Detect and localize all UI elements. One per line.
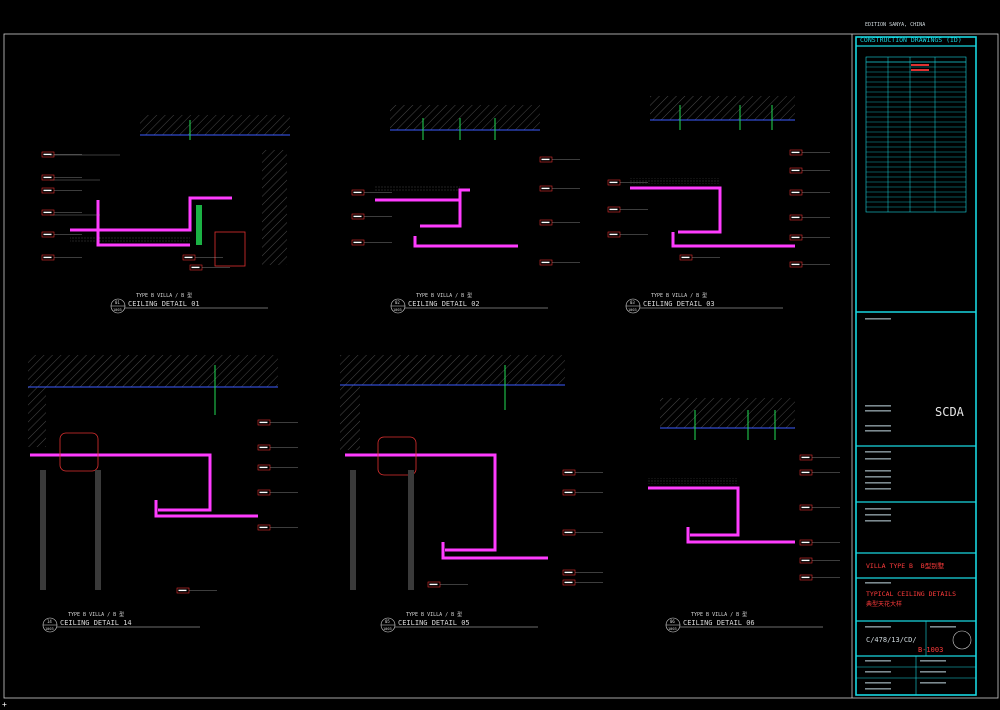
callout-tag (257, 524, 298, 531)
callout-tag (189, 264, 230, 271)
type-label: VILLA TYPE B B型别墅 (866, 562, 945, 570)
detail-id: 01 (115, 300, 120, 305)
callout-tag (257, 419, 298, 426)
callout-tag (562, 489, 603, 496)
detail-sheet: 1003 (45, 627, 54, 631)
detail-caption-type: TYPE B VILLA / B 型 (416, 292, 472, 299)
detail-caption-type: TYPE B VILLA / B 型 (136, 292, 192, 299)
callout-tag (799, 539, 840, 546)
callout-tag (539, 219, 580, 226)
revision-table (865, 56, 967, 213)
detail-id: 06 (670, 619, 675, 624)
detail-sheet: 1003 (383, 627, 392, 631)
callout-tag (539, 185, 580, 192)
drawing-title: TYPICAL CEILING DETAILS (866, 590, 957, 598)
detail-id: 05 (385, 619, 390, 624)
callout-tag (607, 206, 648, 213)
detail-sheet: 1003 (113, 308, 122, 312)
detail-14-drawing (28, 355, 278, 590)
callout-tag (41, 151, 82, 158)
callout-tag (351, 213, 392, 220)
callout-tag (427, 581, 468, 588)
detail-title: CEILING DETAIL 01 (128, 300, 200, 308)
title-block (855, 36, 977, 696)
callout-tag (351, 189, 392, 196)
detail-caption-type: TYPE B VILLA / B 型 (68, 611, 124, 618)
detail-06-drawing (648, 398, 795, 544)
callout-tag (41, 254, 82, 261)
detail-sheet: 1003 (628, 308, 637, 312)
sheet-border (3, 33, 999, 699)
detail-id: 03 (630, 300, 635, 305)
callout-tag (679, 254, 720, 261)
callout-tag (176, 587, 217, 594)
callout-tag (539, 259, 580, 266)
callout-tag (562, 579, 603, 586)
callout-tags (41, 149, 840, 594)
callout-tag (799, 504, 840, 511)
callout-tag (799, 574, 840, 581)
detail-title: CEILING DETAIL 02 (408, 300, 480, 308)
callout-tag (789, 261, 830, 268)
callout-tag (789, 189, 830, 196)
callout-tag (562, 529, 603, 536)
callout-tag (789, 214, 830, 221)
callout-tag (799, 454, 840, 461)
detail-caption-type: TYPE B VILLA / B 型 (406, 611, 462, 618)
detail-01-drawing (50, 115, 290, 267)
detail-title: CEILING DETAIL 05 (398, 619, 470, 627)
callout-tag (562, 569, 603, 576)
detail-05-drawing (340, 355, 565, 590)
drawing-title-cn: 典型天花大样 (866, 601, 903, 608)
callout-tag (257, 464, 298, 471)
callout-tag (789, 149, 830, 156)
callout-tag (562, 469, 603, 476)
detail-sheet: 1003 (393, 308, 402, 312)
callout-tag (799, 469, 840, 476)
consultant-logo: SCDA (935, 405, 964, 419)
sheet-number: B-1003 (918, 646, 944, 654)
callout-tag (539, 156, 580, 163)
detail-caption-type: TYPE B VILLA / B 型 (651, 292, 707, 299)
detail-03-drawing (630, 96, 795, 248)
callout-tag (257, 444, 298, 451)
callout-tag (789, 234, 830, 241)
sheet-heading: CONSTRUCTION DRAWINGS (ID) (860, 36, 962, 44)
detail-title: CEILING DETAIL 14 (60, 619, 132, 627)
detail-sheet: 1003 (668, 627, 677, 631)
drawing-number: C/478/13/CD/ (866, 636, 917, 644)
callout-tag (41, 174, 82, 181)
callout-tag (607, 231, 648, 238)
callout-tag (41, 209, 82, 216)
detail-title: CEILING DETAIL 06 (683, 619, 755, 627)
detail-02-drawing (375, 105, 540, 248)
callout-tag (799, 557, 840, 564)
callout-tag (351, 239, 392, 246)
project-location: EDITION SANYA, CHINA (865, 22, 926, 28)
detail-id: 14 (47, 619, 52, 624)
callout-tag (41, 231, 82, 238)
callout-tag (41, 187, 82, 194)
detail-id: 02 (395, 300, 400, 305)
detail-title: CEILING DETAIL 03 (643, 300, 715, 308)
detail-caption-type: TYPE B VILLA / B 型 (691, 611, 747, 618)
callout-tag (789, 167, 830, 174)
callout-tag (607, 179, 648, 186)
ucs-crosshair-icon: + (2, 700, 7, 709)
callout-tag (182, 254, 223, 261)
callout-tag (257, 489, 298, 496)
